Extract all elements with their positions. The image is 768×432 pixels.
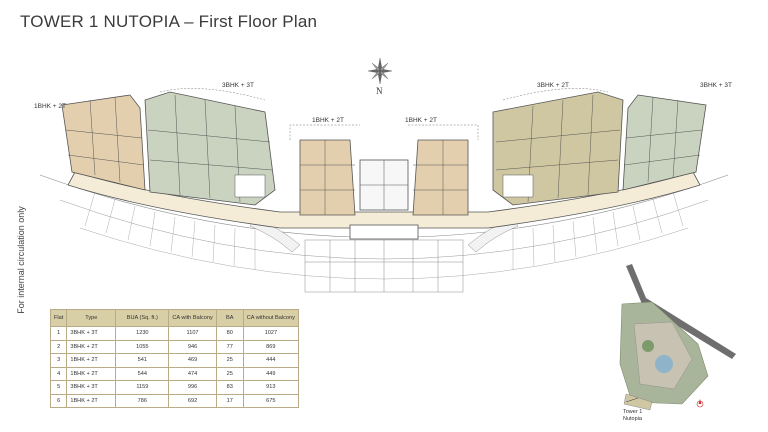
table-row: 4 1BHK + 2T 544 474 25 449 <box>49 366 299 381</box>
col-bua: BUA (Sq. ft.) <box>115 309 170 327</box>
cell-ca-without-balcony: 913 <box>242 380 299 395</box>
cell-flat: 3 <box>49 353 68 368</box>
cell-flat: 2 <box>49 339 68 354</box>
cell-bua: 544 <box>115 366 170 381</box>
cell-ca-with-balcony: 474 <box>168 366 217 381</box>
cell-type: 1BHK + 2T <box>66 393 117 408</box>
key-plan-map <box>612 264 736 414</box>
unit-label-2: 3BHK + 3T <box>222 82 254 89</box>
col-ba: BA <box>215 309 244 327</box>
cell-bua: 541 <box>115 353 170 368</box>
unit-1 <box>61 94 146 191</box>
table-row: 1 3BHK + 3T 1230 1107 80 1027 <box>49 326 299 341</box>
compass-north-label: N <box>376 86 383 96</box>
unit-label-5: 3BHK + 2T <box>537 82 569 89</box>
unit-5 <box>492 91 624 206</box>
cell-type: 3BHK + 3T <box>66 380 117 395</box>
table-row: 3 1BHK + 2T 541 469 25 444 <box>49 353 299 368</box>
cell-flat: 4 <box>49 366 68 381</box>
area-table-header: Flat Type BUA (Sq. ft.) CA with Balcony … <box>49 309 299 327</box>
cell-type: 3BHK + 2T <box>66 339 117 354</box>
unit-3 <box>299 139 356 216</box>
cell-ba: 80 <box>215 326 244 341</box>
key-plan-label-line2: Nutopia <box>623 415 642 422</box>
cell-flat: 6 <box>49 393 68 408</box>
area-table: Flat Type BUA (Sq. ft.) CA with Balcony … <box>49 309 299 408</box>
cell-ca-with-balcony: 692 <box>168 393 217 408</box>
unit-label-3: 1BHK + 2T <box>312 117 344 124</box>
unit-6 <box>622 94 707 191</box>
cell-ba: 17 <box>215 393 244 408</box>
unit-2 <box>144 91 276 206</box>
table-row: 6 1BHK + 2T 786 692 17 675 <box>49 393 299 408</box>
cell-ba: 25 <box>215 366 244 381</box>
col-ca-with-balcony: CA with Balcony <box>168 309 217 327</box>
ramps <box>249 217 519 253</box>
compass-rose-icon <box>367 57 393 85</box>
col-type: Type <box>66 309 117 327</box>
unit-label-1: 1BHK + 2T <box>34 103 66 110</box>
cell-ca-with-balcony: 469 <box>168 353 217 368</box>
parking-stalls-right <box>512 191 684 270</box>
corridor <box>67 171 701 229</box>
cell-bua: 1159 <box>115 380 170 395</box>
cell-type: 1BHK + 2T <box>66 353 117 368</box>
key-plan-label-line1: Tower 1 <box>623 409 643 415</box>
cell-type: 3BHK + 3T <box>66 326 117 341</box>
cell-flat: 1 <box>49 326 68 341</box>
cell-ca-with-balcony: 996 <box>168 380 217 395</box>
key-plan-label: Tower 1 Nutopia <box>623 409 642 422</box>
table-row: 2 3BHK + 2T 1055 946 77 869 <box>49 339 299 354</box>
cell-ca-with-balcony: 1107 <box>168 326 217 341</box>
cell-bua: 1230 <box>115 326 170 341</box>
col-flat: Flat <box>49 309 68 327</box>
cell-ba: 83 <box>215 380 244 395</box>
cell-ca-without-balcony: 675 <box>242 393 299 408</box>
cell-flat: 5 <box>49 380 68 395</box>
page-title: TOWER 1 NUTOPIA – First Floor Plan <box>20 12 318 31</box>
unit-label-6: 3BHK + 3T <box>700 82 732 89</box>
cell-ba: 25 <box>215 353 244 368</box>
cell-ca-without-balcony: 1027 <box>242 326 299 341</box>
table-row: 5 3BHK + 3T 1159 996 83 913 <box>49 380 299 395</box>
cell-bua: 786 <box>115 393 170 408</box>
parking-stalls-left <box>84 191 256 270</box>
balconies <box>159 88 609 140</box>
cell-ca-without-balcony: 449 <box>242 366 299 381</box>
cell-ca-with-balcony: 946 <box>168 339 217 354</box>
core-lifts <box>349 159 419 240</box>
cell-ba: 77 <box>215 339 244 354</box>
cell-ca-without-balcony: 869 <box>242 339 299 354</box>
cell-bua: 1055 <box>115 339 170 354</box>
cell-type: 1BHK + 2T <box>66 366 117 381</box>
unit-4 <box>412 139 469 216</box>
col-ca-without-balcony: CA without Balcony <box>242 309 299 327</box>
unit-label-4: 1BHK + 2T <box>405 117 437 124</box>
parking-grid <box>304 239 464 293</box>
cell-ca-without-balcony: 444 <box>242 353 299 368</box>
